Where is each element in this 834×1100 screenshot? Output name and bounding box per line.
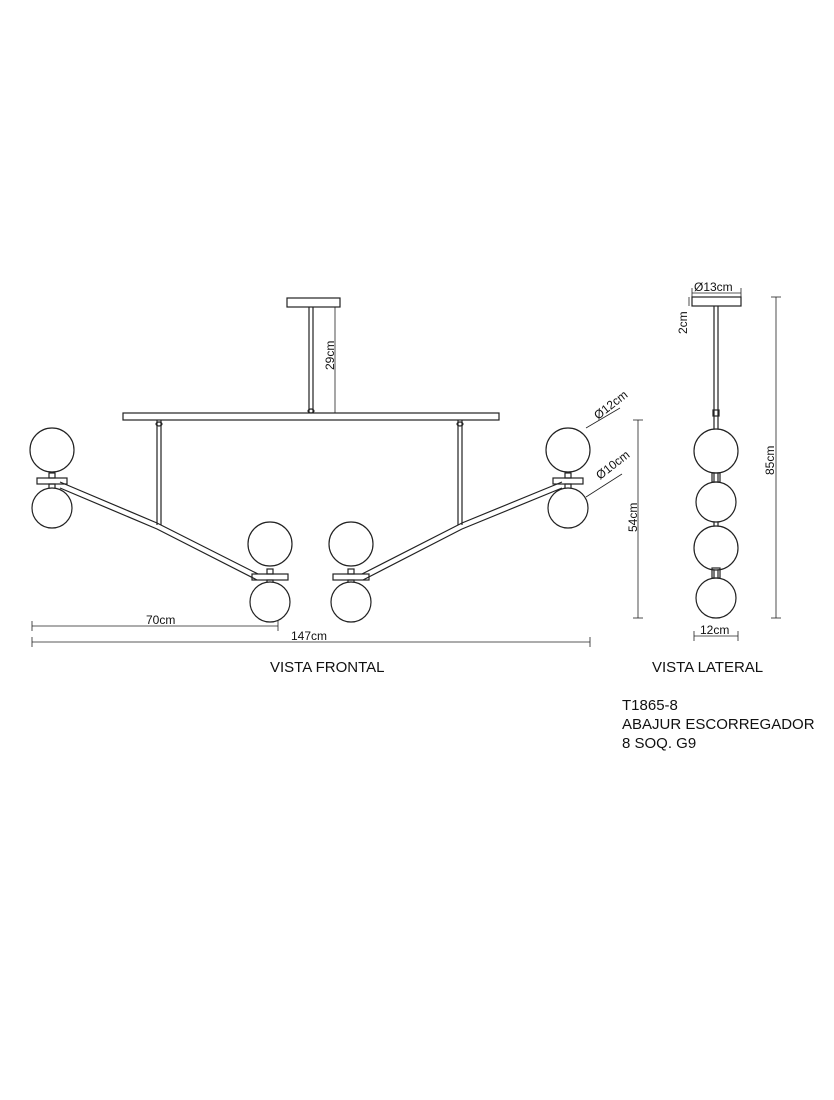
side-view: Ø13cm 2cm 85cm 12cm VISTA LATERAL	[652, 280, 781, 676]
side-globe	[695, 577, 737, 619]
front-globe-small-left	[31, 487, 73, 529]
side-globe	[693, 525, 739, 571]
front-socket	[564, 472, 572, 479]
dim-label-total-width: 147cm	[291, 629, 327, 643]
front-globe-small-center-right	[330, 581, 372, 623]
product-name: ABAJUR ESCORREGADOR	[622, 716, 815, 733]
product-info: T1865-8 ABAJUR ESCORREGADOR 8 SOQ. G9	[622, 696, 815, 753]
front-view: 29cm Ø12cm Ø10cm 54cm 70cm 147cm VISTA F…	[29, 297, 643, 676]
dim-label-canopy-height: 2cm	[676, 311, 690, 334]
side-globe	[695, 481, 737, 523]
leader-globe-large	[585, 407, 621, 429]
product-code: T1865-8	[622, 697, 678, 714]
side-socket	[711, 472, 721, 483]
dim-label-canopy: Ø13cm	[694, 280, 733, 294]
dim-label-total-height: 85cm	[763, 446, 777, 475]
front-socket	[266, 568, 274, 575]
front-globe-large-center-right	[328, 521, 374, 567]
front-arm-left-upper	[59, 481, 259, 575]
front-socket	[347, 568, 355, 575]
front-view-caption: VISTA FRONTAL	[270, 659, 384, 676]
front-holder-center-left	[251, 573, 289, 581]
front-arm-left-lower	[59, 487, 258, 581]
side-socket	[711, 567, 721, 579]
front-globe-large-left	[29, 427, 75, 473]
front-canopy	[286, 297, 341, 308]
side-globe	[693, 428, 739, 474]
side-view-caption: VISTA LATERAL	[652, 659, 763, 676]
front-globe-small-center-left	[249, 581, 291, 623]
front-socket	[48, 472, 56, 479]
front-globe-small-right	[547, 487, 589, 529]
dim-label-half-width: 70cm	[146, 613, 175, 627]
front-globe-large-center-left	[247, 521, 293, 567]
front-rod-joint	[456, 421, 464, 427]
front-arm-right-upper	[361, 481, 563, 575]
dim-label-depth: 12cm	[700, 623, 729, 637]
front-holder-right	[552, 477, 584, 485]
side-canopy	[691, 296, 742, 307]
front-globe-large-right	[545, 427, 591, 473]
dim-label-drop: 54cm	[626, 503, 640, 532]
side-stem-joint	[712, 409, 720, 417]
front-rod-joint	[155, 421, 163, 427]
dim-label-height: 29cm	[323, 341, 337, 370]
dim-label-globe-large: Ø12cm	[591, 388, 630, 423]
leader-globe-small	[585, 473, 623, 498]
dim-label-globe-small: Ø10cm	[593, 448, 632, 483]
front-arm-right-lower	[362, 487, 563, 581]
product-sockets: 8 SOQ. G9	[622, 735, 697, 752]
front-main-bar	[122, 412, 500, 421]
